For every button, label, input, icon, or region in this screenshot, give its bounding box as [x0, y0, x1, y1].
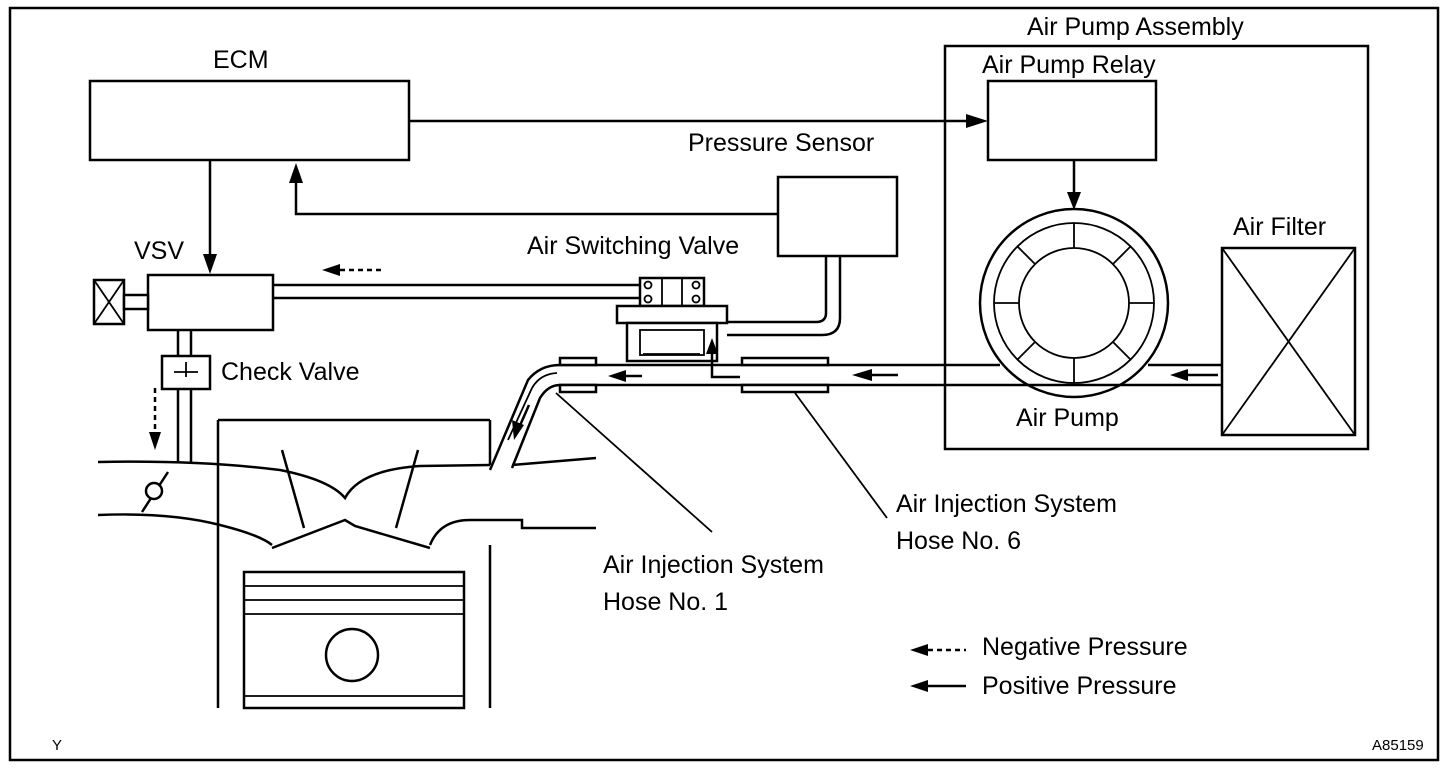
- engine-valves: [271, 449, 431, 550]
- hose-no1-label-line2: Hose No. 1: [603, 588, 729, 616]
- outer-frame: [8, 6, 1440, 762]
- hose-no6-label-line2: Hose No. 6: [896, 527, 1022, 555]
- air-pump-assembly-label: Air Pump Assembly: [1027, 13, 1244, 41]
- engine-manifold: [97, 418, 597, 708]
- check-valve-to-manifold-pipe: [176, 389, 193, 462]
- hose-no1-label-line1: Air Injection System: [603, 551, 824, 579]
- hose-no1-sleeve: [558, 356, 598, 394]
- legend-positive-label: Positive Pressure: [982, 672, 1177, 700]
- ecm-box: [88, 79, 411, 162]
- ecm-to-vsv-line: [203, 160, 217, 274]
- air-filter: [1220, 246, 1357, 437]
- legend-positive-arrow: [910, 680, 966, 692]
- throttle-valve: [140, 471, 170, 513]
- negative-pressure-arrow-left: [149, 388, 161, 450]
- check-valve: [160, 354, 212, 391]
- air-switching-valve: [615, 276, 729, 363]
- check-valve-label: Check Valve: [221, 358, 360, 386]
- positive-pressure-arrow-bend-down: [512, 420, 524, 440]
- hose-no6-leader: [794, 392, 888, 519]
- pressure-sensor-box: [776, 175, 899, 258]
- vsv: [92, 273, 275, 332]
- vsv-label: VSV: [134, 237, 185, 265]
- legend-negative-arrow: [910, 644, 966, 656]
- figure-id: A85159: [1372, 737, 1424, 754]
- ecm-to-relay-line: [409, 114, 988, 128]
- pressure-sensor-label: Pressure Sensor: [688, 129, 875, 157]
- legend-negative-label: Negative Pressure: [982, 633, 1188, 661]
- air-pump-label: Air Pump: [1016, 404, 1119, 432]
- vsv-to-check-valve-pipe: [176, 330, 193, 356]
- hose-no6-sleeve: [740, 356, 830, 394]
- air-pump-relay-box: [986, 79, 1158, 162]
- bent-hose: [488, 363, 561, 471]
- sensor-pipe: [727, 256, 828, 324]
- corner-code-left: Y: [52, 737, 63, 754]
- hose-no1-leader: [555, 392, 713, 533]
- vsv-to-asv-pipe: [273, 283, 640, 300]
- air-filter-label: Air Filter: [1233, 213, 1327, 241]
- piston: [242, 570, 466, 710]
- air-switching-valve-label: Air Switching Valve: [527, 232, 740, 260]
- positive-pressure-arrow-bend: [706, 338, 740, 379]
- hose-no6-label-line1: Air Injection System: [896, 490, 1117, 518]
- air-pump-relay-label: Air Pump Relay: [982, 51, 1156, 79]
- positive-pressure-arrow-pump: [852, 369, 898, 381]
- negative-pressure-arrow-top: [322, 264, 384, 276]
- positive-pressure-arrow-left: [608, 370, 642, 382]
- positive-pressure-arrow-filter: [1170, 369, 1218, 381]
- ecm-label: ECM: [213, 46, 269, 74]
- relay-to-pump-line: [1067, 160, 1081, 210]
- sensor-to-ecm-line: [289, 163, 778, 216]
